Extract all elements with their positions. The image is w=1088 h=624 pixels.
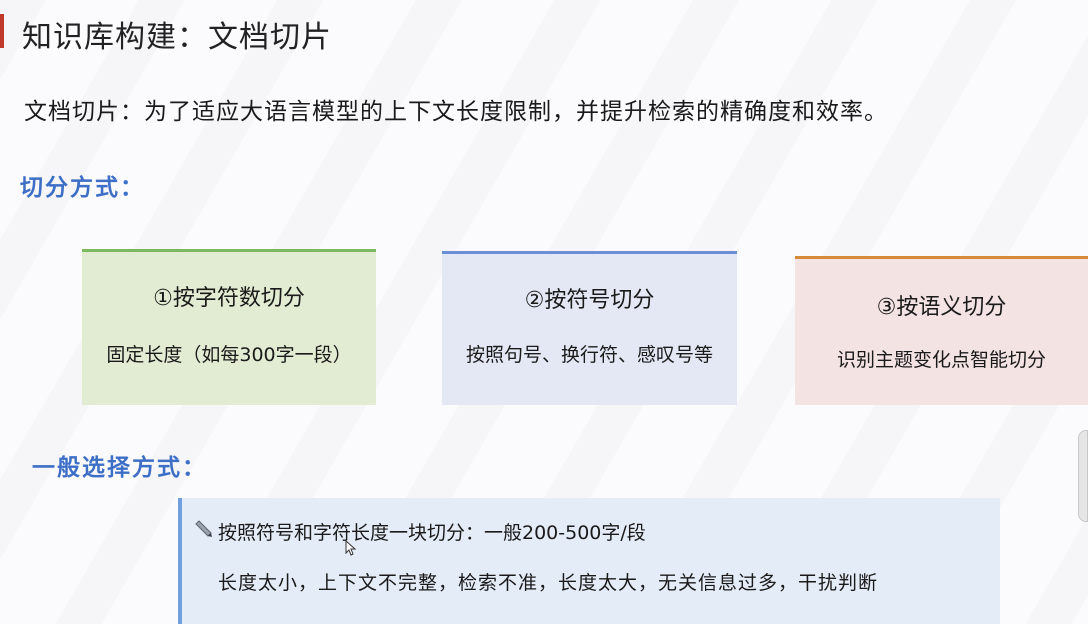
slide-title: 知识库构建：文档切片 (22, 20, 332, 55)
card-char-count-split: ①按字符数切分 固定长度（如每300字一段） (82, 249, 376, 405)
intro-text: 文档切片：为了适应大语言模型的上下文长度限制，并提升检索的精确度和效率。 (24, 99, 888, 125)
choice-heading: 一般选择方式： (32, 455, 207, 481)
card-symbol-split: ②按符号切分 按照句号、换行符、感叹号等 (442, 251, 737, 405)
card-title: ②按符号切分 (524, 288, 655, 313)
recommendation-line-1: 按照符号和字符长度一块切分：一般200-500字/段 (218, 522, 646, 544)
mouse-cursor-icon (345, 540, 357, 556)
card-description: 固定长度（如每300字一段） (106, 344, 352, 366)
pencil-icon (195, 520, 212, 537)
card-description: 识别主题变化点智能切分 (836, 349, 1046, 371)
recommendation-box: 按照符号和字符长度一块切分：一般200-500字/段 长度太小，上下文不完整，检… (178, 498, 1000, 624)
card-description: 按照句号、换行符、感叹号等 (465, 344, 713, 366)
card-title: ③按语义切分 (876, 295, 1007, 320)
side-panel-handle[interactable] (1078, 430, 1088, 522)
recommendation-line-2: 长度太小，上下文不完整，检索不准，长度太大，无关信息过多，干扰判断 (218, 572, 879, 594)
card-title: ①按字符数切分 (153, 286, 305, 311)
card-semantic-split: ③按语义切分 识别主题变化点智能切分 (795, 256, 1088, 405)
methods-heading: 切分方式： (20, 175, 145, 201)
title-accent-bar (0, 14, 4, 48)
